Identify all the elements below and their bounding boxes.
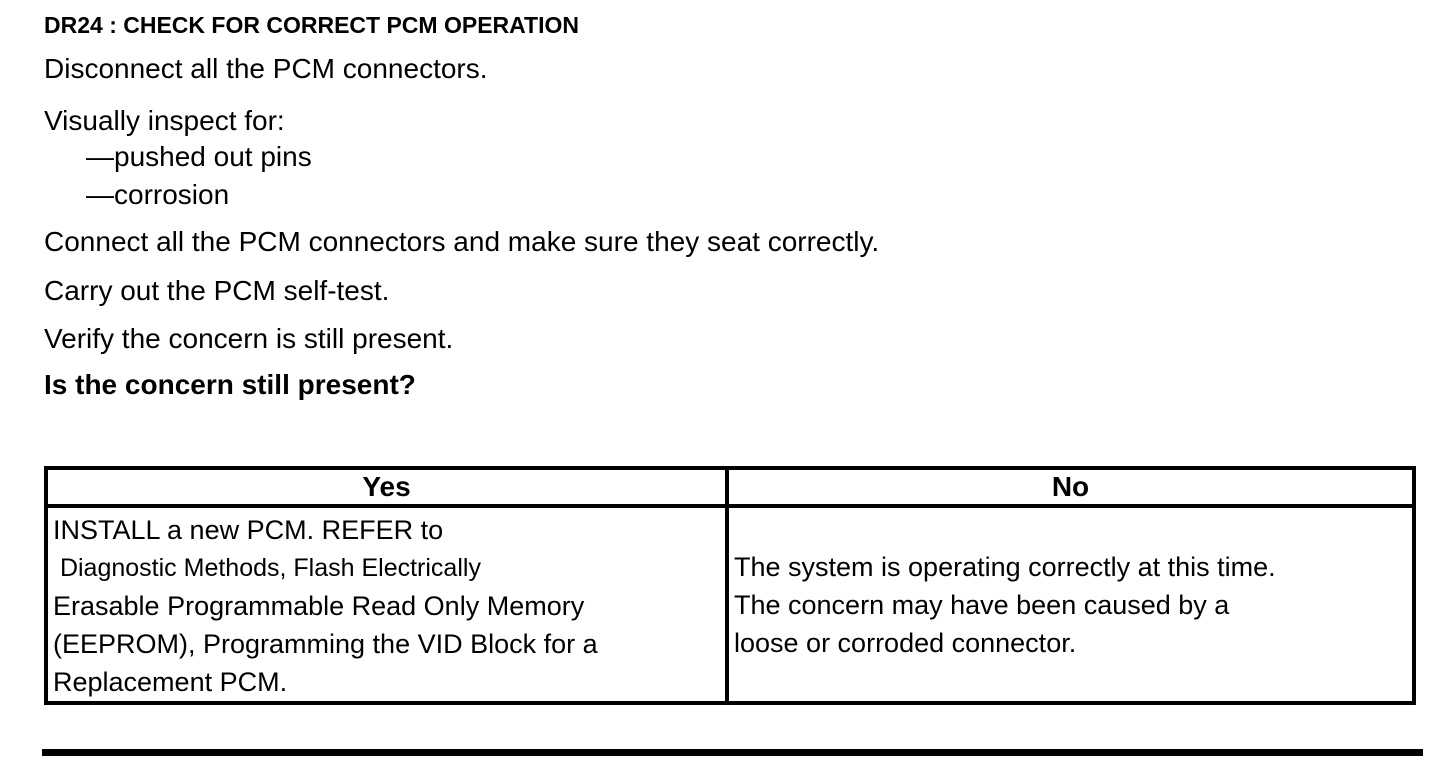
footer-divider-rule bbox=[42, 749, 1423, 756]
yes-cell-line-4: (EEPROM), Programming the VID Block for … bbox=[53, 629, 598, 659]
no-column-header: No bbox=[725, 466, 1416, 508]
yes-cell-line-3: Erasable Programmable Read Only Memory bbox=[53, 591, 585, 621]
decision-table-header-row: Yes No bbox=[44, 466, 1416, 508]
decision-question: Is the concern still present? bbox=[44, 369, 416, 400]
inspect-item-corrosion: —corrosion bbox=[86, 179, 230, 210]
no-answer-cell: The system is operating correctly at thi… bbox=[725, 504, 1416, 705]
step-visual-inspect-intro: Visually inspect for: bbox=[44, 105, 285, 136]
yes-answer-cell: INSTALL a new PCM. REFER to Diagnostic M… bbox=[44, 504, 729, 705]
no-cell-line-1: The system is operating correctly at thi… bbox=[734, 551, 1276, 582]
no-cell-line-3: loose or corroded connector. bbox=[734, 627, 1077, 658]
yes-column-header: Yes bbox=[44, 466, 729, 508]
page-title: DR24 : CHECK FOR CORRECT PCM OPERATION bbox=[44, 12, 579, 38]
decision-table-body-row: INSTALL a new PCM. REFER to Diagnostic M… bbox=[44, 504, 1416, 705]
step-disconnect-connectors: Disconnect all the PCM connectors. bbox=[44, 53, 488, 84]
yes-cell-line-2: Diagnostic Methods, Flash Electrically bbox=[53, 554, 481, 582]
decision-table: Yes No INSTALL a new PCM. REFER to Diagn… bbox=[44, 466, 1416, 705]
step-verify-concern: Verify the concern is still present. bbox=[44, 323, 454, 354]
step-connect-connectors: Connect all the PCM connectors and make … bbox=[44, 226, 880, 257]
yes-cell-line-5: Replacement PCM. bbox=[53, 667, 288, 697]
inspect-item-pushed-out-pins: —pushed out pins bbox=[86, 141, 312, 172]
no-cell-line-2: The concern may have been caused by a bbox=[734, 589, 1230, 620]
yes-cell-line-1: INSTALL a new PCM. REFER to bbox=[53, 515, 444, 545]
step-pcm-self-test: Carry out the PCM self-test. bbox=[44, 275, 390, 306]
